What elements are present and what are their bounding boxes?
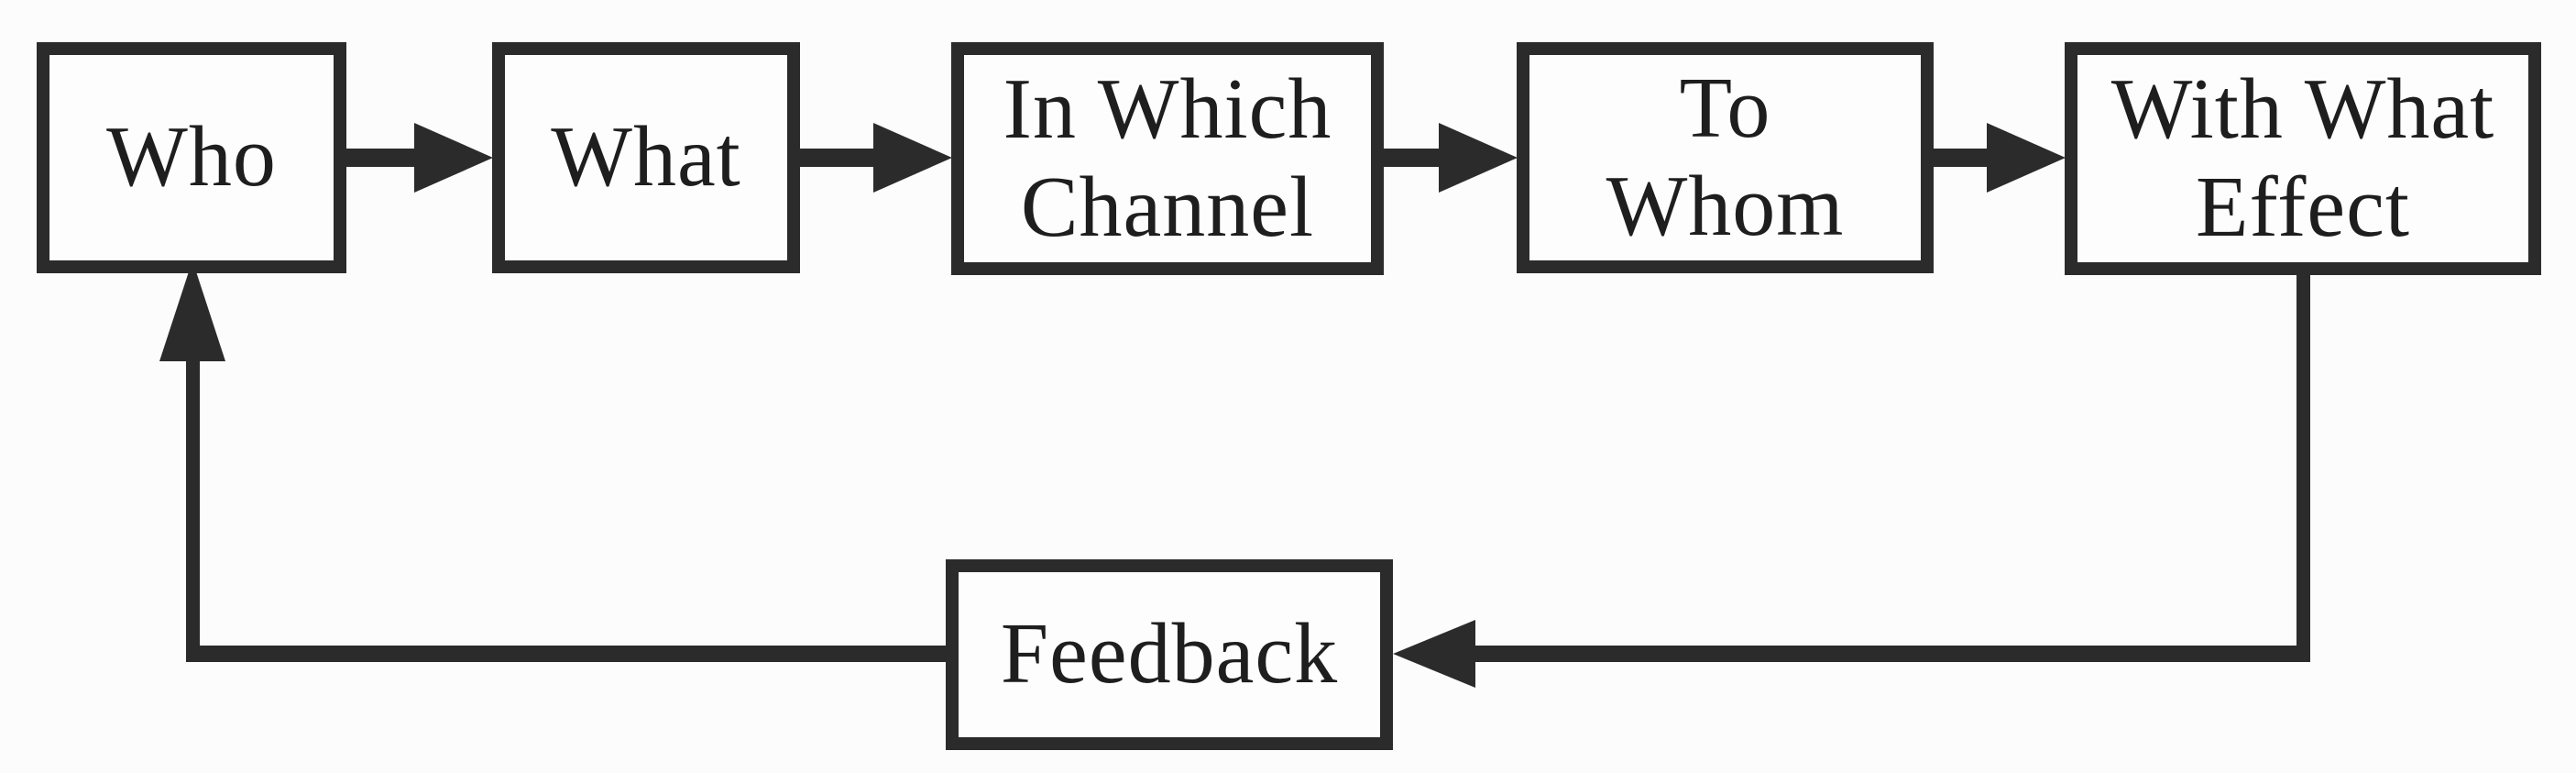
box-in-which-channel: In Which Channel xyxy=(951,42,1384,275)
feedback-line-up-to-who xyxy=(186,358,200,662)
feedback-line-down-from-effect xyxy=(2296,273,2310,662)
box-with-what-effect-label: With What Effect xyxy=(2110,61,2495,255)
box-to-whom: To Whom xyxy=(1517,42,1934,273)
arrowhead-left-icon xyxy=(1393,620,1475,688)
box-to-whom-label: To Whom xyxy=(1606,60,1845,254)
arrow-shaft-channel-to-whom xyxy=(1384,149,1442,167)
arrow-shaft-whom-to-effect xyxy=(1934,149,1990,167)
arrowhead-right-icon xyxy=(414,123,493,193)
arrow-shaft-who-to-what xyxy=(346,149,418,167)
box-what-label: What xyxy=(551,109,741,205)
box-feedback: Feedback xyxy=(946,559,1393,750)
box-with-what-effect: With What Effect xyxy=(2065,42,2541,275)
box-what: What xyxy=(492,42,800,273)
arrow-shaft-what-to-channel xyxy=(800,149,877,167)
arrowhead-right-icon xyxy=(1439,123,1518,193)
arrowhead-right-icon xyxy=(1987,123,2066,193)
arrowhead-up-icon xyxy=(159,260,225,361)
box-in-which-channel-label: In Which Channel xyxy=(1003,61,1332,255)
feedback-line-left-to-feedback xyxy=(1474,646,2310,662)
feedback-line-left-from-feedback xyxy=(186,646,946,662)
arrowhead-right-icon xyxy=(873,123,952,193)
box-who-label: Who xyxy=(106,109,277,205)
box-who: Who xyxy=(37,42,346,273)
box-feedback-label: Feedback xyxy=(1000,606,1339,702)
